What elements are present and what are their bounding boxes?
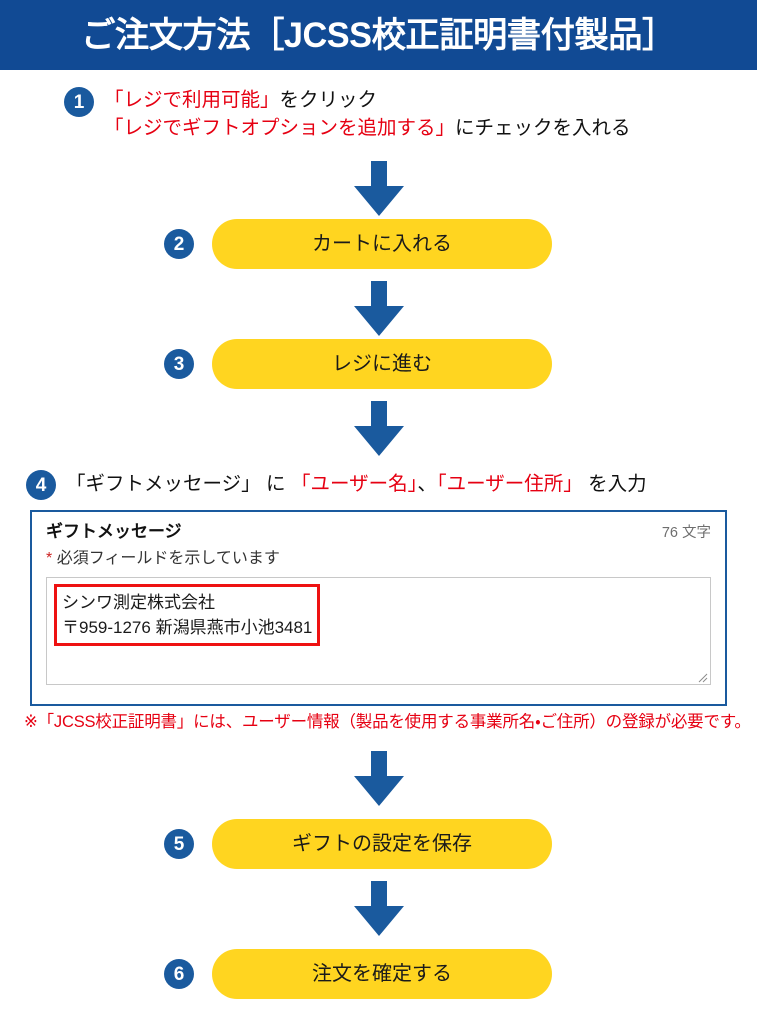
- step-4-highlight-address: 「ユーザー住所」: [436, 473, 583, 496]
- gift-message-value-highlight: シンワ測定株式会社〒959-1276 新潟県燕市小池3481: [54, 583, 321, 646]
- proceed-to-checkout-button[interactable]: レジに進む: [212, 339, 552, 389]
- gift-message-line-2: 〒959-1276 新潟県燕市小池3481: [62, 617, 313, 637]
- step-3-row: 3 レジに進む: [0, 339, 757, 389]
- character-count-label: 76 文字: [661, 525, 711, 541]
- step-1-row: 1 「レジで利用可能」をクリック 「レジでギフトオプションを追加する」にチェック…: [64, 86, 631, 142]
- step-4-row: 4 「ギフトメッセージ」 に 「ユーザー名」、「ユーザー住所」 を入力: [26, 470, 647, 500]
- required-field-note: * 必須フィールドを示しています: [46, 549, 711, 568]
- step-4-instructions: 「ギフトメッセージ」 に 「ユーザー名」、「ユーザー住所」 を入力: [66, 474, 647, 495]
- step-1-line-1-highlight: 「レジで利用可能」: [104, 89, 280, 111]
- step-2-row: 2 カートに入れる: [0, 219, 757, 269]
- step-5-badge: 5: [164, 829, 194, 859]
- step-1-badge: 1: [64, 87, 94, 117]
- arrow-down-icon-2: [352, 281, 406, 337]
- page-title: ご注文方法［JCSS校正証明書付製品］: [81, 15, 676, 55]
- step-4-text-part-3: を入力: [582, 473, 647, 496]
- resize-handle-icon[interactable]: [697, 672, 708, 683]
- step-1-line-2: 「レジでギフトオプションを追加する」にチェックを入れる: [104, 114, 631, 142]
- step-1-line-1: 「レジで利用可能」をクリック: [104, 86, 631, 114]
- step-1-line-1-rest: をクリック: [279, 89, 378, 111]
- page-header-banner: ご注文方法［JCSS校正証明書付製品］: [0, 0, 757, 70]
- required-asterisk-icon: *: [46, 550, 53, 568]
- arrow-down-icon-5: [352, 881, 406, 937]
- gift-message-textarea[interactable]: シンワ測定株式会社〒959-1276 新潟県燕市小池3481: [46, 576, 711, 685]
- step-1-instructions: 「レジで利用可能」をクリック 「レジでギフトオプションを追加する」にチェックを入…: [104, 86, 631, 142]
- required-field-text: 必須フィールドを示しています: [56, 550, 280, 568]
- step-1-line-2-rest: にチェックを入れる: [455, 117, 631, 139]
- arrow-down-icon-1: [352, 161, 406, 217]
- gift-message-line-1: シンワ測定株式会社: [62, 592, 215, 612]
- step-1-line-2-highlight: 「レジでギフトオプションを追加する」: [104, 117, 456, 139]
- place-order-button[interactable]: 注文を確定する: [212, 949, 552, 999]
- gift-message-title: ギフトメッセージ: [46, 522, 182, 541]
- add-to-cart-button[interactable]: カートに入れる: [212, 219, 552, 269]
- jcss-registration-note: ※「JCSS校正証明書」には、ユーザー情報（製品を使用する事業所名・ご住所）の登…: [24, 713, 751, 731]
- arrow-down-icon-3: [352, 401, 406, 457]
- step-4-text-part-1: 「ギフトメッセージ」 に: [66, 473, 291, 496]
- gift-message-header: ギフトメッセージ 76 文字: [46, 522, 711, 542]
- step-6-badge: 6: [164, 959, 194, 989]
- step-3-badge: 3: [164, 349, 194, 379]
- step-6-row: 6 注文を確定する: [0, 949, 757, 999]
- gift-message-panel: ギフトメッセージ 76 文字 * 必須フィールドを示しています シンワ測定株式会…: [30, 510, 727, 706]
- step-2-badge: 2: [164, 229, 194, 259]
- step-4-badge: 4: [26, 470, 56, 500]
- save-gift-settings-button[interactable]: ギフトの設定を保存: [212, 819, 552, 869]
- step-4-highlight-username: 「ユーザー名」: [290, 473, 418, 496]
- step-4-text-part-2: 、: [417, 473, 437, 496]
- arrow-down-icon-4: [352, 751, 406, 807]
- step-5-row: 5 ギフトの設定を保存: [0, 819, 757, 869]
